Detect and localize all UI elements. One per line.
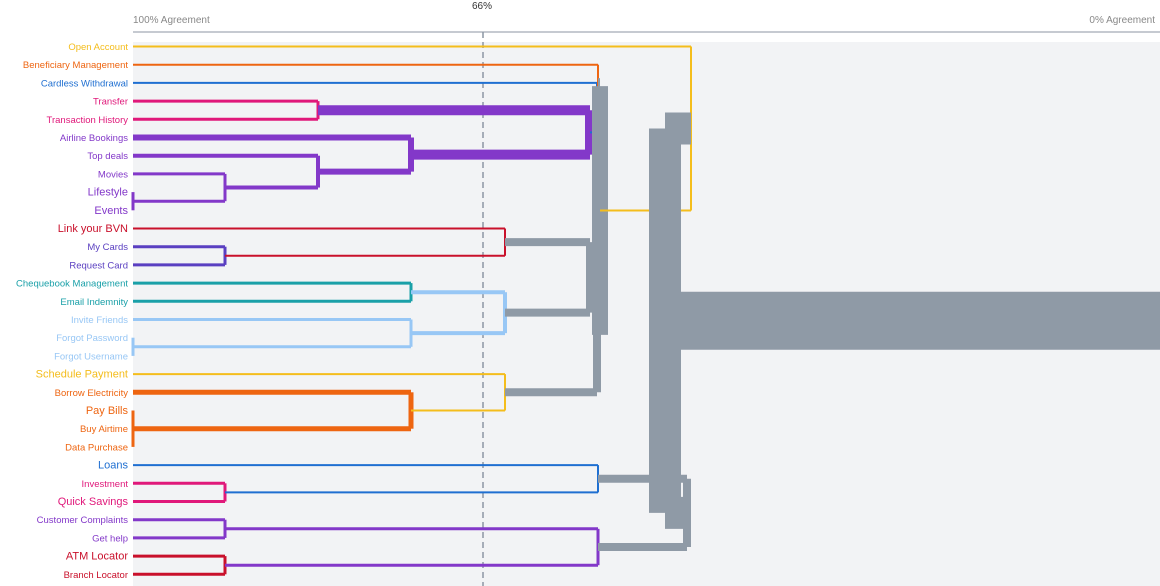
leaf-label: Open Account [68, 42, 128, 53]
leaf-label: Email Indemnity [60, 297, 128, 308]
leaf-label: Chequebook Management [16, 279, 128, 290]
leaf-label: Customer Complaints [37, 515, 129, 526]
leaf-label: Transfer [93, 97, 128, 108]
leaf-label: Forgot Username [54, 351, 128, 362]
leaf-label: Data Purchase [65, 442, 128, 453]
leaf-label: Pay Bills [86, 405, 129, 417]
leaf-label: Branch Locator [64, 570, 128, 581]
threshold-label: 66% [472, 1, 492, 12]
leaf-label: Request Card [69, 260, 128, 271]
leaf-label: My Cards [87, 242, 128, 253]
leaf-label: Schedule Payment [36, 369, 128, 381]
leaf-label: Loans [98, 460, 128, 472]
leaf-label: Lifestyle [88, 187, 128, 199]
leaf-label: Movies [98, 169, 128, 180]
leaf-label: Beneficiary Management [23, 60, 128, 71]
axis-left-label: 100% Agreement [133, 15, 210, 26]
leaf-label: Transaction History [47, 115, 129, 126]
leaf-label: Investment [82, 479, 129, 490]
leaf-label: Buy Airtime [80, 424, 128, 435]
leaf-label: Get help [92, 533, 128, 544]
leaf-label: Events [94, 205, 128, 217]
leaf-label: Link your BVN [58, 223, 128, 235]
leaf-label: Top deals [87, 151, 128, 162]
leaf-label: Airline Bookings [60, 133, 128, 144]
leaf-label: Forgot Password [56, 333, 128, 344]
dendrogram-links [131, 45, 1160, 576]
leaf-label: Cardless Withdrawal [41, 78, 128, 89]
leaf-label: Invite Friends [71, 315, 128, 326]
leaf-label: Quick Savings [58, 496, 129, 508]
leaf-label: ATM Locator [66, 551, 128, 563]
axis-right-label: 0% Agreement [1089, 15, 1155, 26]
leaf-label: Borrow Electricity [55, 388, 129, 399]
